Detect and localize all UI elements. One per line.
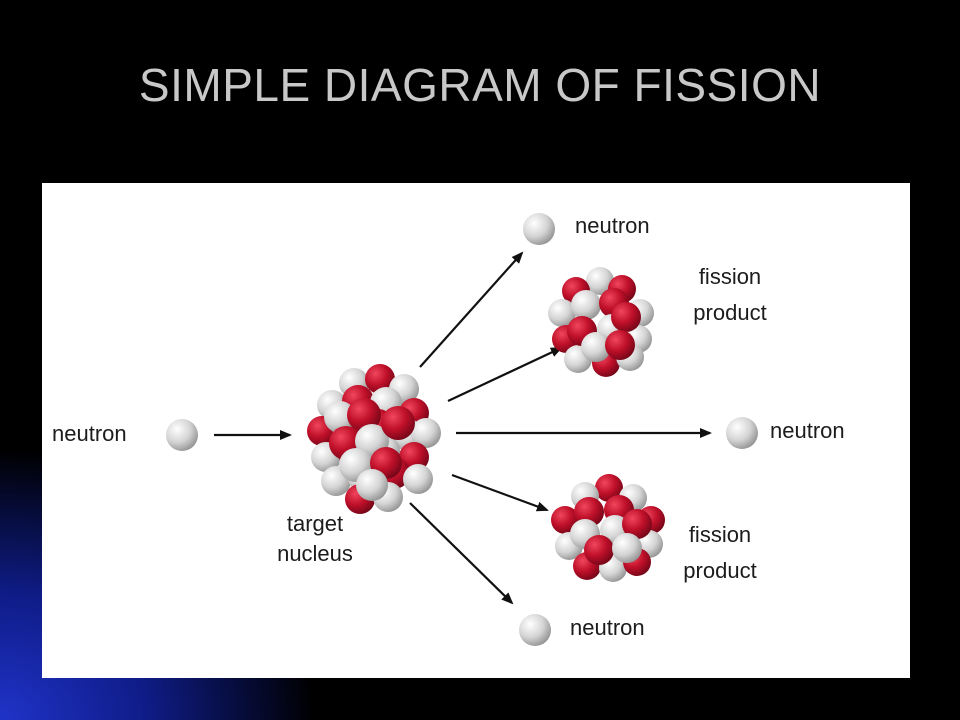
fission-product-bottom-label: fission product bbox=[660, 517, 780, 589]
neutron-ball bbox=[586, 267, 614, 295]
slide-title: SIMPLE DIAGRAM OF FISSION bbox=[138, 59, 822, 111]
fission-product-top-label: fission product bbox=[670, 259, 790, 331]
neutron-ball bbox=[548, 299, 576, 327]
neutron-ball bbox=[356, 469, 388, 501]
arrows bbox=[214, 251, 712, 605]
proton-ball bbox=[622, 509, 652, 539]
proton-ball bbox=[365, 364, 395, 394]
neutron-ball bbox=[571, 290, 601, 320]
arrow-to-fission-product-top bbox=[447, 347, 563, 402]
arrow-to-fission-product-bottom bbox=[451, 473, 549, 512]
proton-ball bbox=[605, 330, 635, 360]
target-nucleus-label: target nucleus bbox=[260, 509, 370, 569]
neutron-top-label: neutron bbox=[575, 213, 650, 238]
target-nucleus-label-line1: target bbox=[286, 511, 344, 536]
diagram-panel: neutron target nucleus neutron fission p… bbox=[42, 183, 910, 678]
fission-product-top-label-line2: product bbox=[693, 300, 767, 325]
neutron-ball bbox=[581, 332, 611, 362]
fission-product-bottom-label-line1: fission bbox=[688, 522, 752, 547]
incoming-neutron-label: neutron bbox=[52, 421, 127, 446]
fission-product-bottom-label-line2: product bbox=[683, 558, 757, 583]
neutron-ball bbox=[411, 418, 441, 448]
target-nucleus-label-line2: nucleus bbox=[277, 541, 353, 566]
incoming-neutron bbox=[166, 419, 198, 451]
neutron-bottom-label: neutron bbox=[570, 615, 645, 640]
neutron-ball bbox=[324, 401, 356, 433]
proton-ball bbox=[381, 406, 415, 440]
fission-product-top bbox=[548, 267, 654, 377]
proton-ball bbox=[595, 474, 623, 502]
emitted-neutron-middle bbox=[726, 417, 758, 449]
neutron-middle-label: neutron bbox=[770, 418, 845, 443]
proton-ball bbox=[584, 535, 614, 565]
fission-product-bottom bbox=[551, 474, 665, 582]
fission-diagram bbox=[166, 213, 758, 646]
neutron-ball bbox=[612, 533, 642, 563]
emitted-neutron-bottom bbox=[519, 614, 551, 646]
target-nucleus bbox=[307, 364, 441, 514]
neutron-ball bbox=[403, 464, 433, 494]
arrow-to-neutron-top bbox=[419, 251, 524, 368]
proton-ball bbox=[611, 302, 641, 332]
emitted-neutron-top bbox=[523, 213, 555, 245]
arrow-to-neutron-bottom bbox=[409, 502, 514, 605]
proton-ball bbox=[347, 398, 381, 432]
fission-product-top-label-line1: fission bbox=[698, 264, 762, 289]
